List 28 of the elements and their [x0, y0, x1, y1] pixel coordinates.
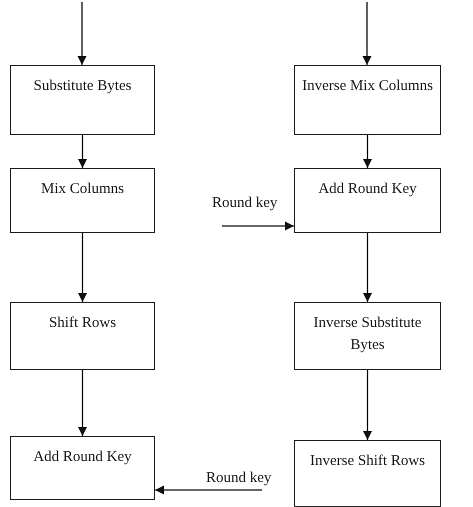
arrow — [363, 135, 372, 168]
arrow — [78, 2, 86, 65]
arrow — [222, 222, 294, 230]
process-box — [294, 168, 441, 233]
process-box — [10, 436, 155, 500]
box-label: Inverse Substitute Bytes — [312, 314, 422, 355]
box-label: Inverse Shift Rows — [310, 452, 425, 471]
box-label: Mix Columns — [41, 180, 124, 199]
arrow — [78, 135, 87, 168]
box-label: Inverse Mix Columns — [302, 77, 433, 96]
arrow — [78, 370, 87, 436]
arrow — [362, 2, 372, 65]
process-box — [10, 302, 155, 370]
edge-label: Round key — [205, 470, 272, 487]
arrow — [155, 486, 262, 494]
arrow — [363, 233, 372, 302]
arrow — [363, 370, 372, 440]
edge-label: Round key — [211, 195, 278, 212]
process-box — [10, 65, 155, 135]
process-box — [10, 168, 155, 233]
box-label: Shift Rows — [48, 314, 116, 333]
box-label: Add Round Key — [33, 448, 132, 467]
process-box — [294, 440, 441, 507]
box-label: Add Round Key — [318, 180, 417, 199]
arrow — [78, 233, 87, 302]
process-box — [294, 302, 441, 370]
box-label: Substitute Bytes — [34, 77, 132, 96]
process-box — [294, 65, 441, 135]
